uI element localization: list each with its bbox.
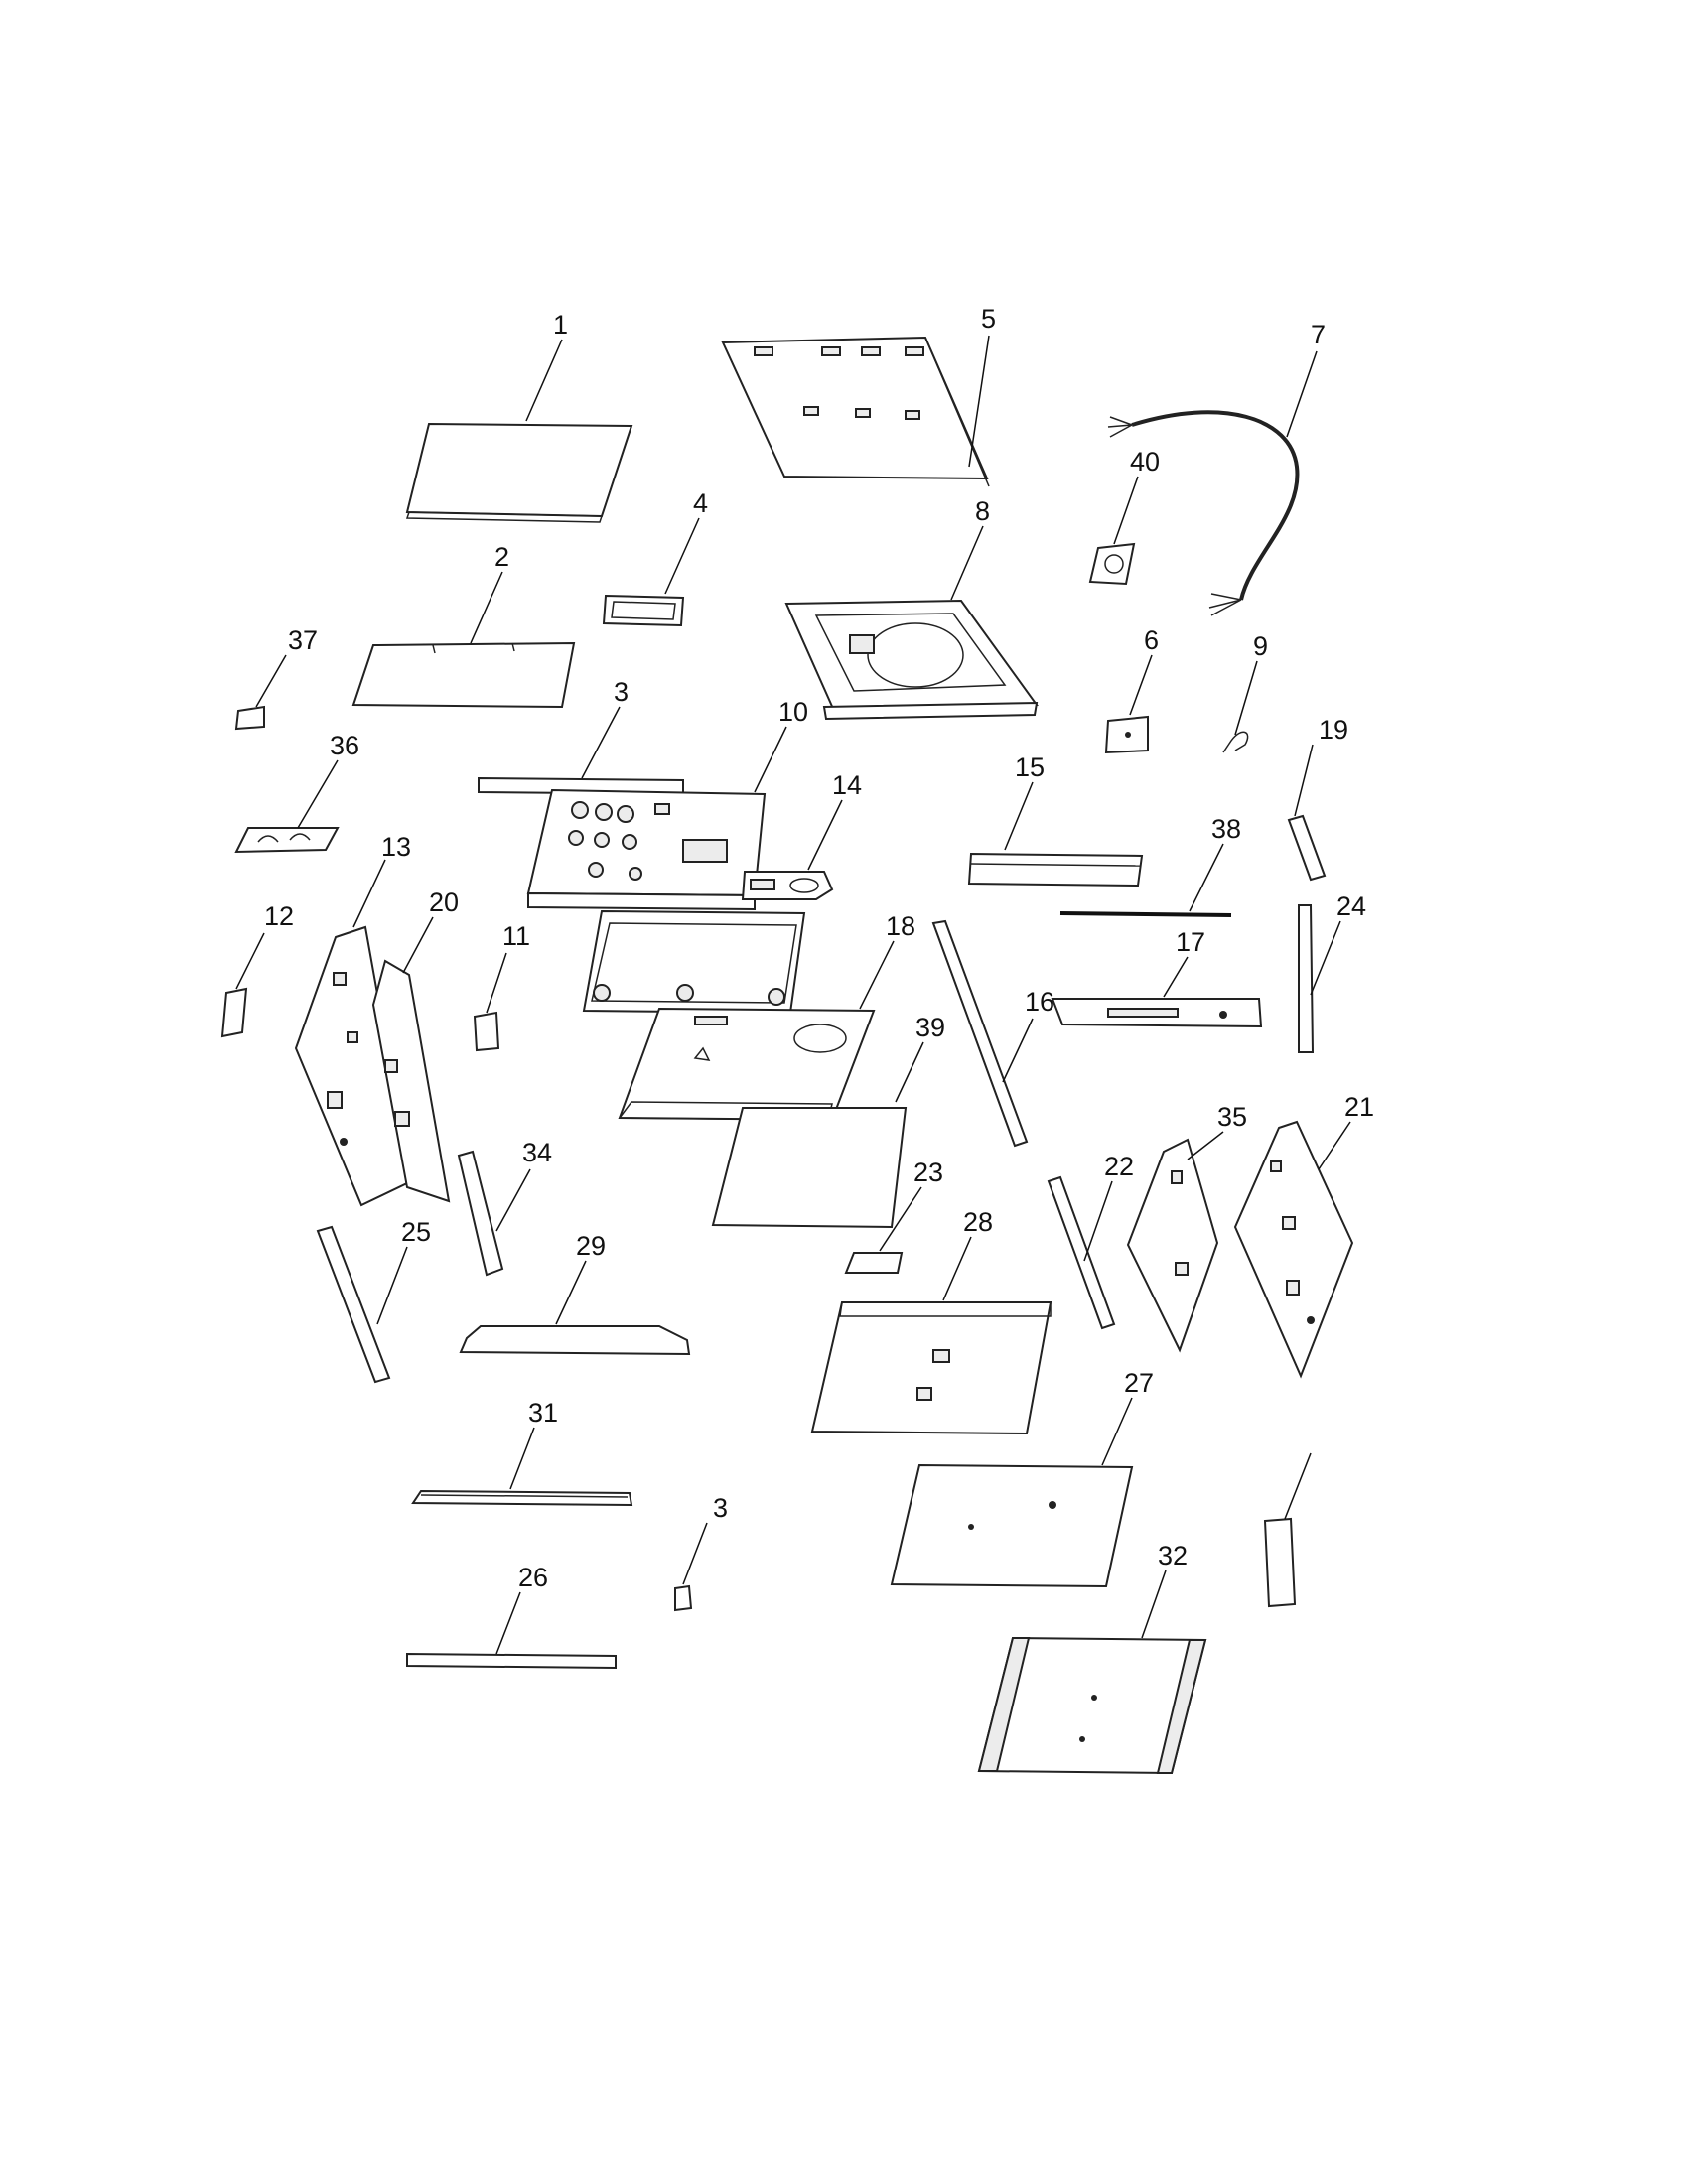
callout-33: 34: [522, 1138, 552, 1167]
part-3-clip: 3: [674, 1493, 728, 1612]
part-7: 7: [1107, 320, 1326, 616]
part-23: 23: [844, 1158, 943, 1274]
callout-5: 5: [981, 304, 996, 334]
part-21: 21: [1233, 1092, 1374, 1379]
part-9: 9: [1222, 631, 1268, 753]
part-38: 39: [711, 1013, 945, 1229]
part-27: 27: [890, 1368, 1154, 1588]
part-39: 40: [1088, 447, 1160, 586]
callout-18: 18: [886, 911, 915, 941]
callout-22: 22: [1104, 1152, 1134, 1181]
callout-28: 28: [963, 1207, 993, 1237]
callout-24: 24: [1336, 891, 1366, 921]
part-2: 2: [351, 542, 576, 709]
callout-1: 1: [553, 310, 568, 340]
part-24: 24: [1298, 891, 1366, 1053]
part-12: 12: [220, 901, 294, 1038]
callout-8: 8: [975, 496, 990, 526]
callout-29: 29: [576, 1231, 606, 1261]
part-40: [1263, 1452, 1312, 1608]
callout-38: 39: [915, 1013, 945, 1042]
callout-4: 4: [693, 488, 708, 518]
callout-12: 12: [264, 901, 294, 931]
callout-3-b: 3: [713, 1493, 728, 1523]
callout-3-a: 3: [614, 677, 629, 707]
part-13: 13: [294, 832, 413, 1207]
part-31: 31: [411, 1398, 633, 1507]
callout-9: 9: [1253, 631, 1268, 661]
part-14: 14: [741, 770, 862, 900]
callout-13: 13: [381, 832, 411, 862]
callout-2: 2: [494, 542, 509, 572]
callout-32: 32: [1158, 1541, 1188, 1570]
callout-34: 35: [1217, 1102, 1247, 1132]
part-19: 19: [1287, 715, 1348, 882]
part-26: 26: [406, 1563, 617, 1670]
callout-26: 26: [518, 1563, 548, 1592]
callout-16: 16: [1025, 987, 1054, 1017]
part-4: 4: [602, 488, 708, 627]
callout-11: 11: [502, 921, 530, 951]
oven-frame: [582, 909, 806, 1015]
part-25: 25: [316, 1217, 431, 1384]
part-10: 10: [526, 697, 808, 911]
part-1: 1: [405, 310, 633, 523]
part-22: 22: [1047, 1152, 1134, 1330]
callout-36: 37: [288, 625, 318, 655]
callout-15: 15: [1015, 752, 1045, 782]
callout-35: 36: [330, 731, 359, 760]
callout-23: 23: [913, 1158, 943, 1187]
callout-19: 19: [1319, 715, 1348, 745]
callout-31: 31: [528, 1398, 558, 1428]
part-36: 37: [234, 625, 318, 731]
callout-25: 25: [401, 1217, 431, 1247]
part-37: 38: [1059, 814, 1241, 917]
part-5: 5: [721, 304, 996, 487]
part-18: 18: [618, 911, 915, 1122]
part-33: 34: [457, 1138, 552, 1277]
callout-17: 17: [1176, 927, 1205, 957]
callout-39: 40: [1130, 447, 1160, 477]
part-20: 20: [371, 887, 459, 1203]
part-11: 11: [473, 921, 530, 1052]
callout-14: 14: [832, 770, 862, 800]
callout-7: 7: [1311, 320, 1326, 349]
part-35: 36: [234, 731, 359, 854]
part-8: 8: [784, 496, 1039, 721]
callout-27: 27: [1124, 1368, 1154, 1398]
callout-21: 21: [1344, 1092, 1374, 1122]
part-3-rail: 3: [478, 677, 684, 796]
callout-20: 20: [429, 887, 459, 917]
part-17: 17: [1051, 927, 1263, 1028]
callout-10: 10: [778, 697, 808, 727]
part-16: 16: [931, 919, 1054, 1148]
part-15: 15: [967, 752, 1144, 887]
part-29: 29: [459, 1231, 691, 1356]
callout-6: 6: [1144, 625, 1159, 655]
part-6: 6: [1104, 625, 1159, 754]
callout-37: 38: [1211, 814, 1241, 844]
part-28: 28: [810, 1207, 1052, 1435]
part-34: 35: [1126, 1102, 1247, 1353]
part-32: 32: [977, 1541, 1207, 1775]
